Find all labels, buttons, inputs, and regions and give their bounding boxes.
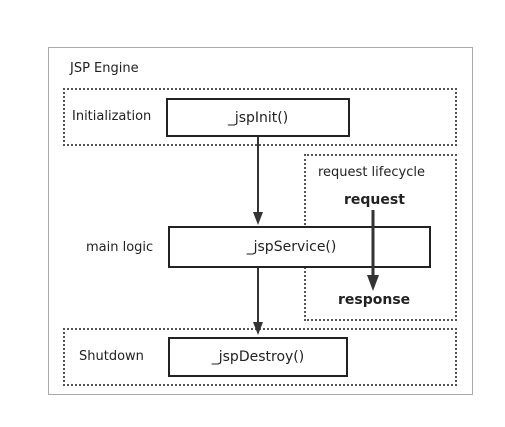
- init-to-service-arrowhead: [253, 212, 263, 225]
- initialization-section: [63, 88, 457, 146]
- response-text: response: [338, 292, 411, 308]
- jsp-service-text: _jspService(): [246, 239, 337, 255]
- request-to-response-arrowhead: [367, 275, 379, 291]
- jsp-init-box: _jspInit(): [166, 98, 350, 137]
- main-logic-label: main logic: [86, 240, 154, 255]
- request-lifecycle-label: request lifecycle: [318, 165, 425, 180]
- service-to-destroy-arrowhead: [253, 322, 263, 335]
- jsp-service-box: _jspService(): [168, 226, 431, 268]
- request-text: request: [344, 192, 405, 208]
- engine-title: JSP Engine: [70, 61, 139, 76]
- jsp-engine-container: [48, 47, 473, 395]
- jsp-destroy-box: _jspDestroy(): [168, 337, 348, 377]
- initialization-label: Initialization: [72, 109, 152, 124]
- shutdown-label: Shutdown: [79, 349, 144, 364]
